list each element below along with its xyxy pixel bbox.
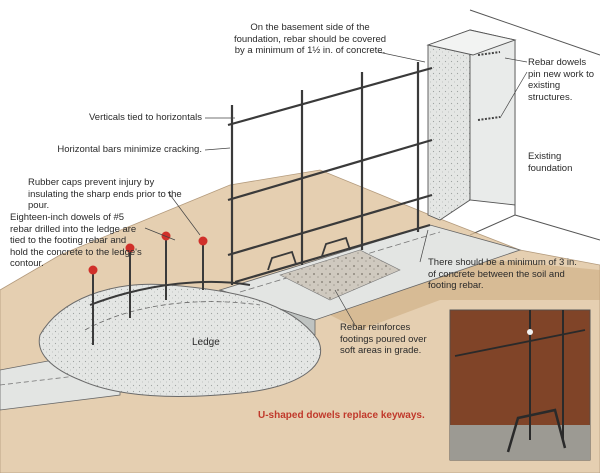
u-shaped-dowels [267, 236, 351, 271]
horizontal-bar-1 [227, 66, 433, 127]
horizontal-bar-2 [227, 138, 433, 202]
label-existing-foundation: Existing foundation [528, 151, 573, 174]
ledge-rebar [89, 280, 251, 306]
dowel-end-2 [477, 116, 501, 121]
ledge-rebar-hidden [84, 301, 261, 331]
soil-shadow [300, 255, 600, 330]
existing-foundation [426, 29, 517, 221]
u-dowel-photo [449, 309, 591, 461]
rubber-cap-3 [161, 231, 171, 241]
rubber-cap-2 [125, 243, 135, 253]
label-basement-cover: On the basement side of the foundation, … [233, 22, 387, 56]
leader-lines [144, 51, 528, 326]
label-rebar-dowels-pin: Rebar dowels pin new work to existing st… [528, 57, 595, 103]
horizontal-bar-3 [227, 193, 433, 257]
rubber-cap-4 [198, 236, 208, 246]
label-verticals-tied: Verticals tied to horizontals [88, 112, 202, 123]
label-ledge: Ledge [192, 337, 220, 348]
label-eighteen-inch-dowels: Eighteen-inch dowels of #5 rebar drilled… [10, 212, 142, 269]
ledge-dowels [88, 231, 208, 345]
label-minimum-3in: There should be a minimum of 3 in. of co… [428, 257, 577, 291]
label-rubber-caps: Rubber caps prevent injury by insulating… [28, 177, 182, 211]
ledge-rock [38, 283, 322, 397]
label-horizontal-bars: Horizontal bars minimize cracking. [57, 144, 202, 155]
caption-u-shaped-dowels: U-shaped dowels replace keyways. [258, 410, 425, 421]
soft-area-fill [279, 249, 401, 301]
rubber-cap-1 [88, 265, 98, 275]
dowel-end-1 [477, 51, 501, 56]
footing-bar [234, 223, 431, 284]
rebar-grid [227, 62, 433, 285]
label-rebar-reinforces: Rebar reinforces footings poured over so… [340, 322, 427, 356]
